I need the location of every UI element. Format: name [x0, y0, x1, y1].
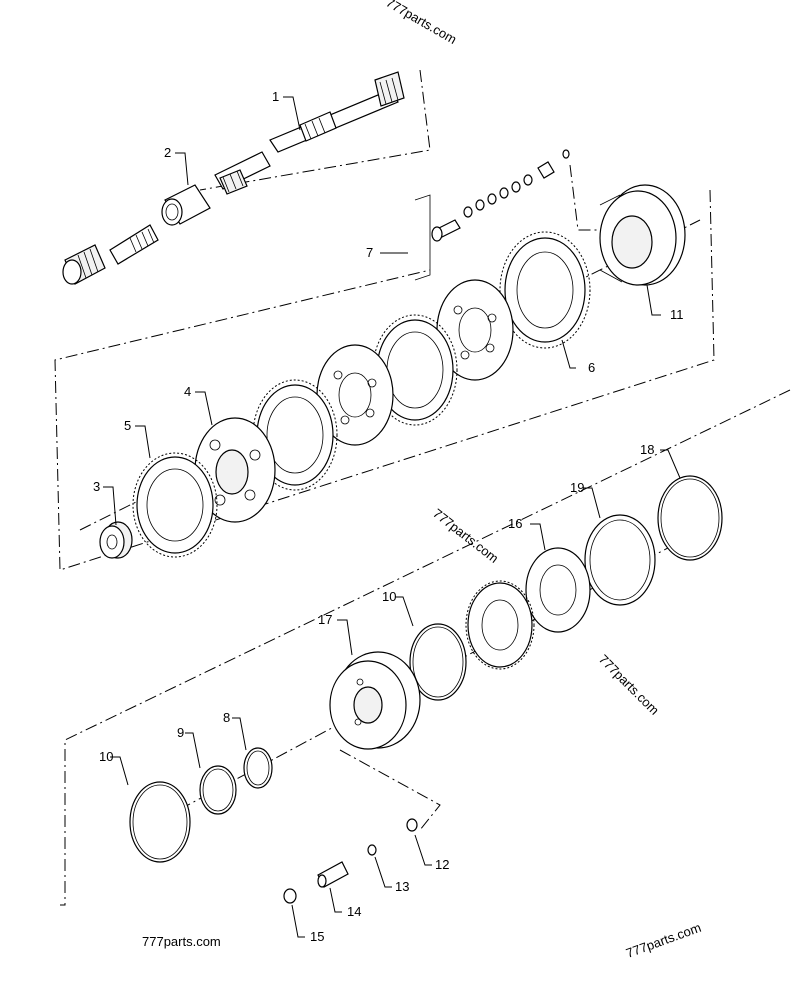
callout-16: 16 [508, 516, 522, 531]
part-gear-5 [132, 452, 218, 558]
part-o-ring-10-lower [129, 781, 191, 863]
callout-11: 11 [670, 307, 684, 322]
callout-12: 12 [435, 857, 449, 872]
callout-10-upper: 10 [382, 589, 396, 604]
callout-10-lower: 10 [99, 749, 113, 764]
part-o-ring-15 [283, 888, 297, 904]
callout-5: 5 [124, 418, 131, 433]
callout-1: 1 [272, 89, 279, 104]
part-thrust-washer [465, 580, 535, 670]
part-shaft-lower [214, 151, 271, 195]
part-pinion-gear-3 [99, 521, 133, 559]
part-friction-disc-b [252, 379, 338, 491]
watermark-right: 777parts.com [596, 652, 662, 718]
watermark-top: 777parts.com [384, 0, 460, 47]
part-o-ring-9 [199, 765, 237, 815]
part-o-ring-8 [243, 747, 273, 789]
part-piston-17 [329, 651, 421, 750]
callout-9: 9 [177, 725, 184, 740]
part-piston-housing [599, 184, 686, 286]
part-shaft [269, 71, 405, 153]
part-thrust-washer-16 [525, 547, 591, 633]
callout-18: 18 [640, 442, 654, 457]
callout-7: 7 [366, 245, 373, 260]
callout-3: 3 [93, 479, 100, 494]
callout-8: 8 [223, 710, 230, 725]
callout-13: 13 [395, 879, 409, 894]
part-ring-gear-6 [499, 231, 591, 349]
watermark-bottom-left: 777parts.com [142, 934, 221, 949]
callout-2: 2 [164, 145, 171, 160]
leader-lines [103, 96, 681, 938]
part-check-valve-14 [317, 861, 349, 888]
group-boundary-upper [54, 69, 715, 571]
callout-19: 19 [570, 480, 584, 495]
part-sleeve [161, 184, 211, 226]
group-boundary-lower [60, 389, 791, 906]
part-separator-plate-a [436, 279, 514, 381]
callout-6: 6 [588, 360, 595, 375]
part-pressure-plate [194, 417, 276, 523]
watermark-bottom-right: 777parts.com [624, 920, 703, 961]
part-valve-kit [414, 149, 570, 281]
part-snap-ring-12 [406, 818, 418, 832]
part-seal-ring-19 [584, 514, 656, 606]
part-o-ring-10-upper [409, 623, 467, 701]
part-pinion-shaft [62, 224, 159, 285]
callout-14: 14 [347, 904, 361, 919]
callout-17: 17 [318, 612, 332, 627]
callout-4: 4 [184, 384, 191, 399]
part-o-ring-13 [367, 844, 377, 856]
part-seal-ring-18 [657, 475, 723, 561]
callout-15: 15 [310, 929, 324, 944]
watermark-center: 777parts.com [430, 506, 501, 566]
